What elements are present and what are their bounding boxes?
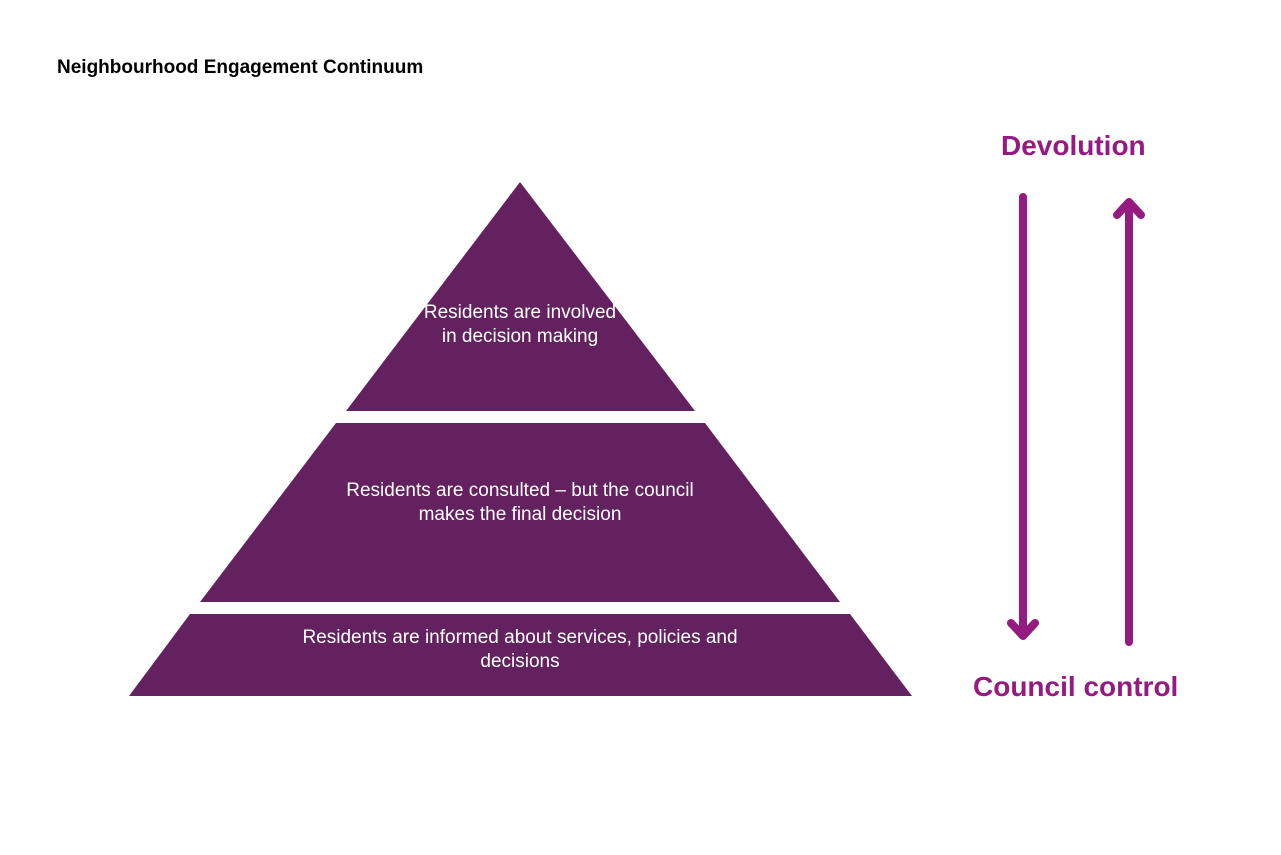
tier-bottom-label: Residents are informed about services, p… bbox=[302, 627, 738, 672]
arrow-up-icon bbox=[1113, 198, 1145, 646]
arrow-down-icon bbox=[1007, 193, 1039, 640]
tier-top-label: Residents are involved in decision makin… bbox=[423, 302, 617, 347]
pyramid-tier-bottom bbox=[129, 614, 912, 696]
pyramid-tier-top bbox=[346, 182, 695, 411]
pyramid-tier-middle bbox=[200, 423, 840, 602]
devolution-label: Devolution bbox=[1001, 130, 1146, 161]
council-control-label: Council control bbox=[973, 671, 1179, 702]
page-title: Neighbourhood Engagement Continuum bbox=[57, 57, 424, 78]
tier-middle-label: Residents are consulted – but the counci… bbox=[346, 480, 694, 525]
